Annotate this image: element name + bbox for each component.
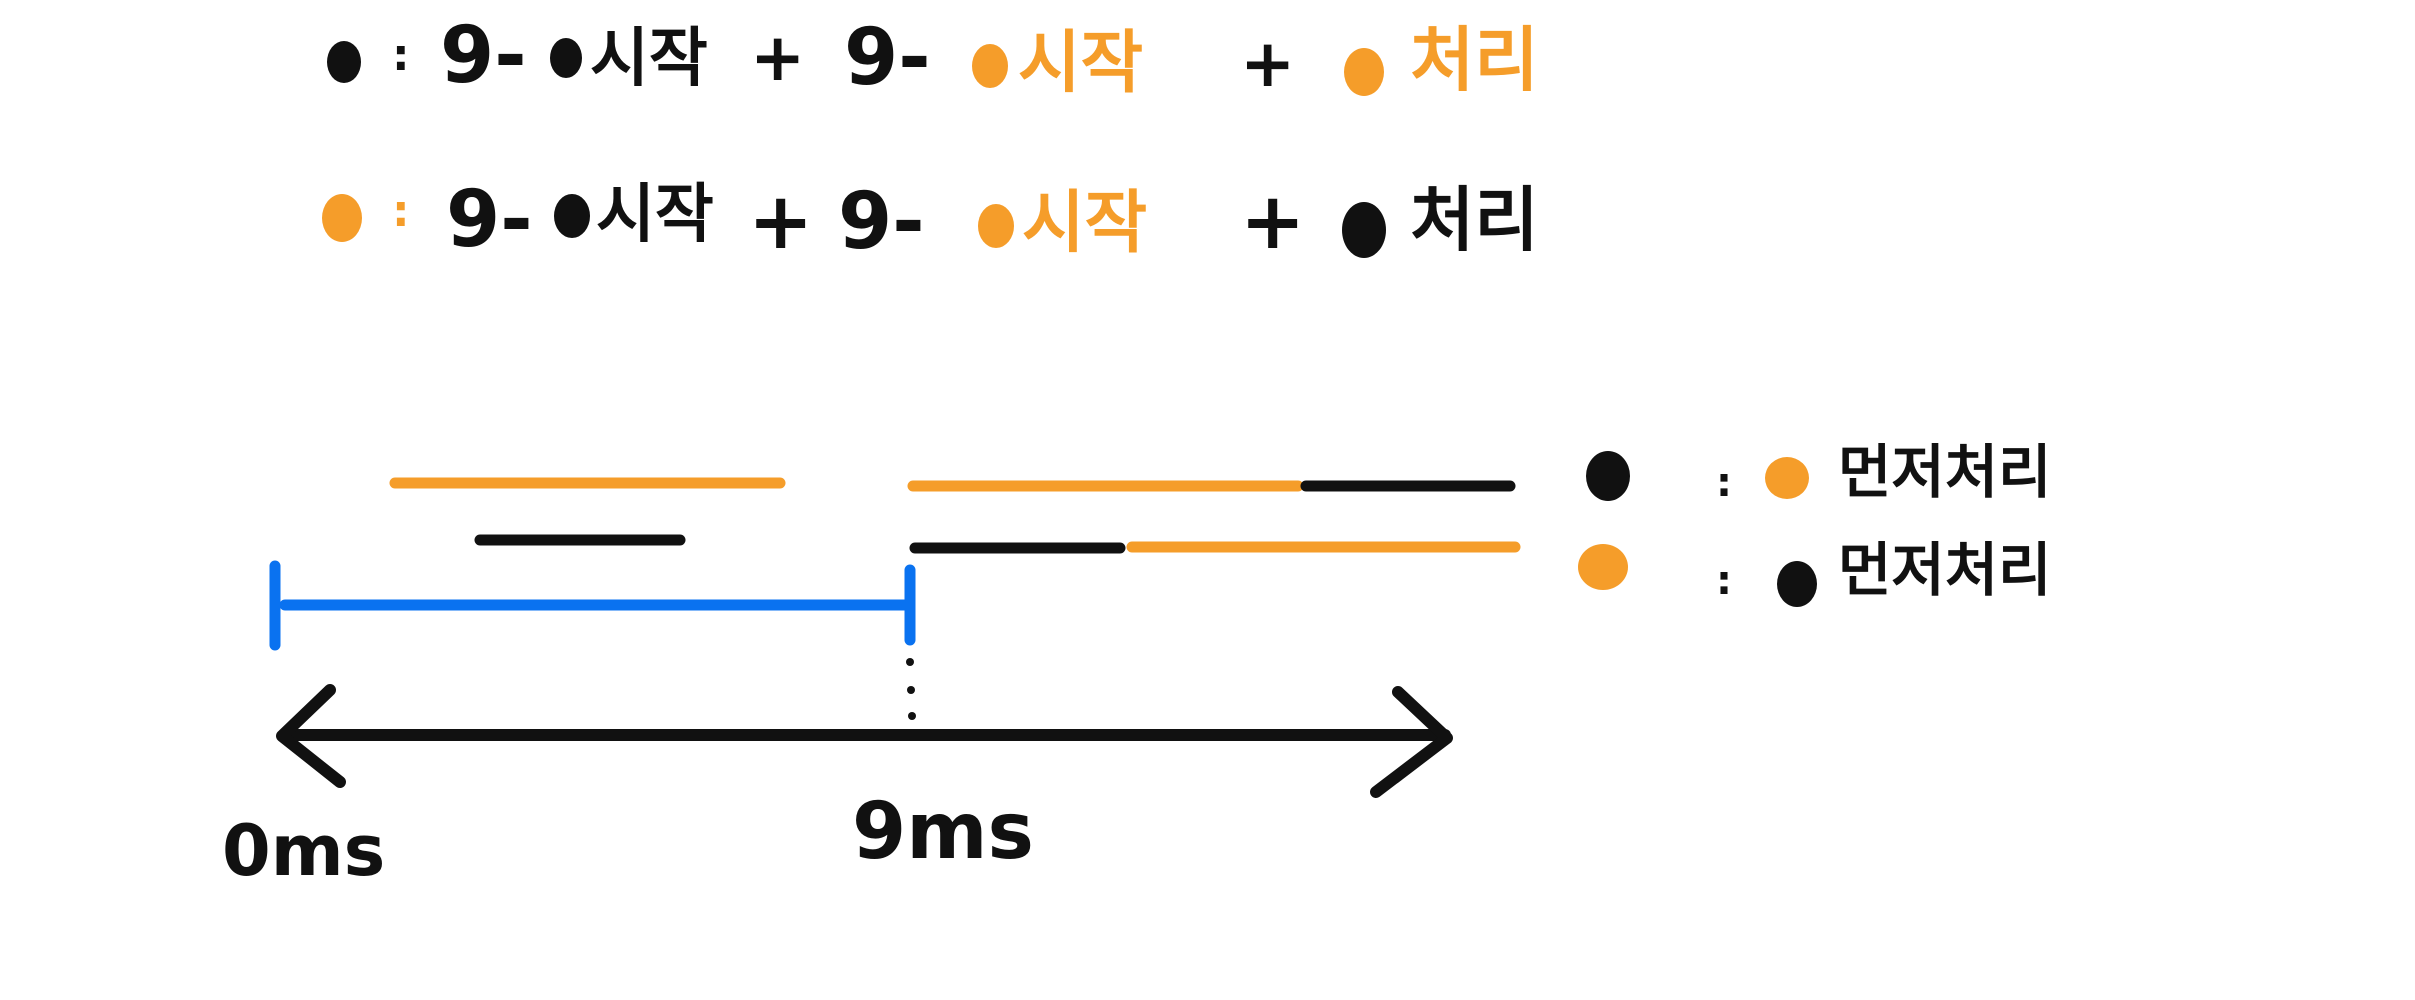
formula-1-marker-dot: [327, 41, 361, 83]
legend-item-orange: : 먼저처리: [1578, 536, 2051, 607]
legend-2-separator: :: [1716, 558, 1732, 604]
legend-item-black: : 먼저처리: [1586, 438, 2051, 506]
legend-1-separator: :: [1716, 460, 1732, 506]
legend-orange-marker: [1578, 544, 1628, 590]
formula-2-start-orange: 시작: [1022, 184, 1147, 263]
legend-2-black-dot: [1777, 561, 1817, 607]
formula-2-separator: :: [392, 186, 410, 237]
time-axis: [276, 684, 1453, 798]
guide-dot: [906, 658, 914, 666]
formula-1-plus-1: +: [750, 19, 805, 96]
formula-1-orange-dot: [972, 44, 1008, 88]
formula-1-black-dot: [550, 38, 582, 78]
formula-2-term-9-b: 9-: [838, 177, 925, 267]
formula-2-plus-1: +: [748, 177, 813, 267]
formula-row-1: : 9- 시작 + 9- 시작 + 처리: [327, 11, 1539, 103]
formula-2-plus-2: +: [1240, 177, 1305, 267]
legend-black-marker: [1586, 451, 1630, 501]
formula-1-process-orange: 처리: [1410, 19, 1539, 101]
formula-1-orange-dot-2: [1344, 48, 1384, 96]
process-bars-right: [907, 480, 1521, 554]
formula-2-process-black: 처리: [1410, 179, 1539, 261]
formula-1-plus-2: +: [1240, 25, 1295, 102]
legend: : 먼저처리 : 먼저처리: [1578, 438, 2051, 607]
formula-1-separator: :: [392, 30, 410, 81]
formula-2-term-9: 9-: [446, 175, 533, 265]
guide-dot: [908, 712, 916, 720]
formula-1-term-9: 9-: [440, 11, 527, 101]
formula-2-start-black: 시작: [596, 178, 714, 252]
interval-bracket: [269, 560, 916, 651]
formula-row-2: : 9- 시작 + 9- 시작 + 처리: [322, 175, 1539, 267]
axis-label-start: 0ms: [222, 810, 385, 892]
guide-dot: [907, 686, 915, 694]
axis-right-arrowhead: [1370, 686, 1453, 798]
formula-1-start-black: 시작: [590, 22, 708, 96]
process-bars-left: [389, 477, 786, 546]
formula-2-black-dot: [554, 194, 590, 238]
axis-left-arrowhead: [276, 684, 346, 788]
formula-2-black-dot-2: [1342, 202, 1386, 258]
legend-1-text: 먼저처리: [1838, 438, 2051, 506]
axis-label-9ms: 9ms: [852, 787, 1034, 877]
dotted-guide: [906, 658, 916, 720]
formula-1-term-9-b: 9-: [844, 13, 931, 103]
legend-1-orange-dot: [1765, 457, 1809, 499]
formula-1-start-orange: 시작: [1018, 24, 1143, 103]
legend-2-text: 먼저처리: [1838, 536, 2051, 604]
formula-2-orange-dot: [978, 204, 1014, 248]
formula-2-marker-dot: [322, 194, 362, 242]
